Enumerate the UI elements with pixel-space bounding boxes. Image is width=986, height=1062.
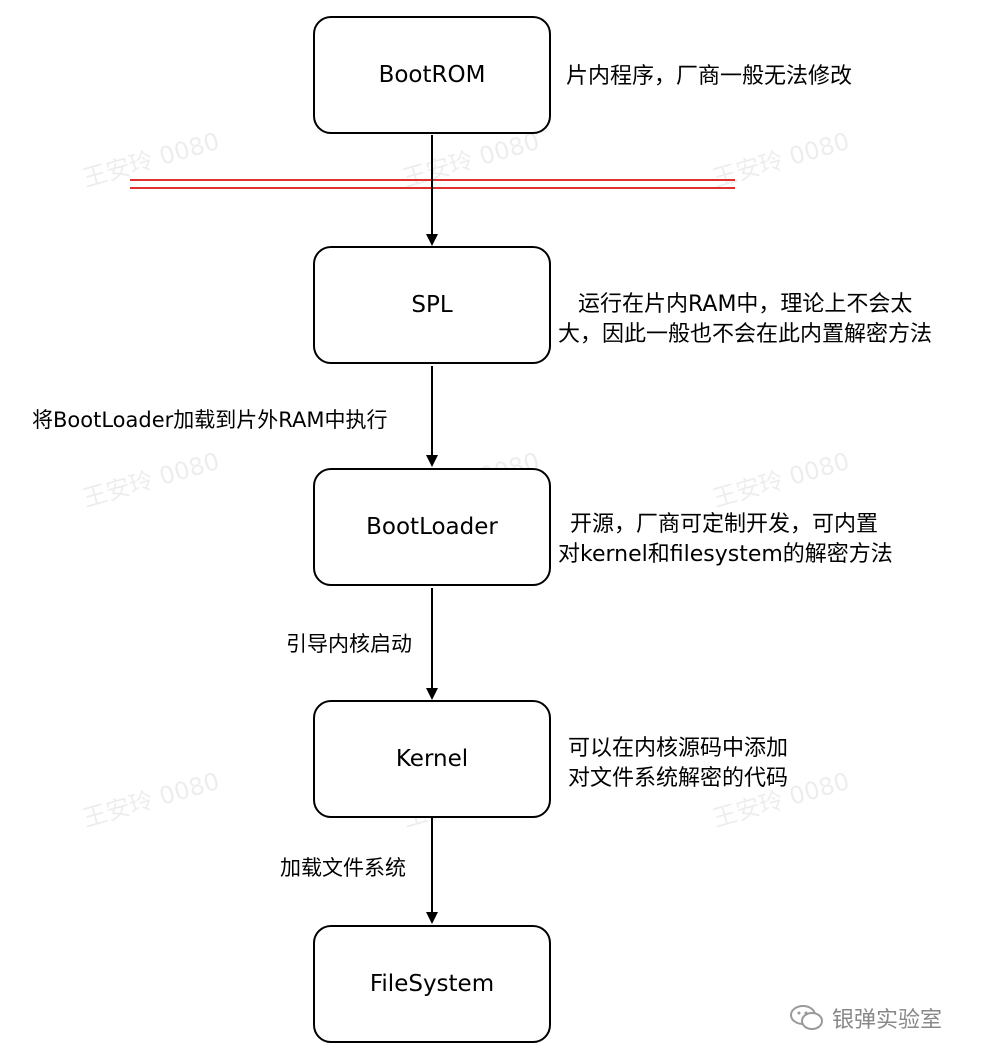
note-kernel: 可以在内核源码中添加 对文件系统解密的代码: [568, 734, 788, 794]
node-spl-label: SPL: [411, 292, 453, 318]
note-spl-line1: 运行在片内RAM中，理论上不会太: [578, 292, 913, 317]
note-bootrom: 片内程序，厂商一般无法修改: [566, 62, 852, 92]
note-spl-line2: 大，因此一般也不会在此内置解密方法: [558, 322, 933, 347]
note-bootloader-line2: 对kernel和filesystem的解密方法: [558, 542, 893, 567]
node-filesystem: FileSystem: [313, 925, 551, 1043]
node-bootrom: BootROM: [313, 16, 551, 134]
node-bootrom-label: BootROM: [378, 62, 486, 88]
edge-label-bootloader-kernel: 引导内核启动: [286, 631, 412, 657]
brand-label: 银弹实验室: [832, 1008, 943, 1033]
brand-mark: 银弹实验室: [790, 1002, 942, 1034]
note-kernel-line1: 可以在内核源码中添加: [568, 736, 789, 761]
node-kernel: Kernel: [313, 700, 551, 818]
node-kernel-label: Kernel: [395, 746, 469, 772]
node-bootloader: BootLoader: [313, 468, 551, 586]
wechat-icon: [790, 1005, 823, 1030]
node-filesystem-label: FileSystem: [369, 971, 495, 997]
note-spl: 运行在片内RAM中，理论上不会太 大，因此一般也不会在此内置解密方法: [558, 290, 932, 350]
note-kernel-line2: 对文件系统解密的代码: [568, 766, 789, 791]
node-spl: SPL: [313, 246, 551, 364]
edge-label-spl-bootloader: 将BootLoader加载到片外RAM中执行: [32, 407, 388, 433]
node-bootloader-label: BootLoader: [366, 514, 498, 540]
note-bootloader: 开源，厂商可定制开发，可内置 对kernel和filesystem的解密方法: [558, 510, 893, 570]
note-bootloader-line1: 开源，厂商可定制开发，可内置: [570, 512, 879, 537]
note-bootrom-text: 片内程序，厂商一般无法修改: [566, 64, 853, 89]
edge-label-kernel-filesystem: 加载文件系统: [280, 855, 406, 881]
